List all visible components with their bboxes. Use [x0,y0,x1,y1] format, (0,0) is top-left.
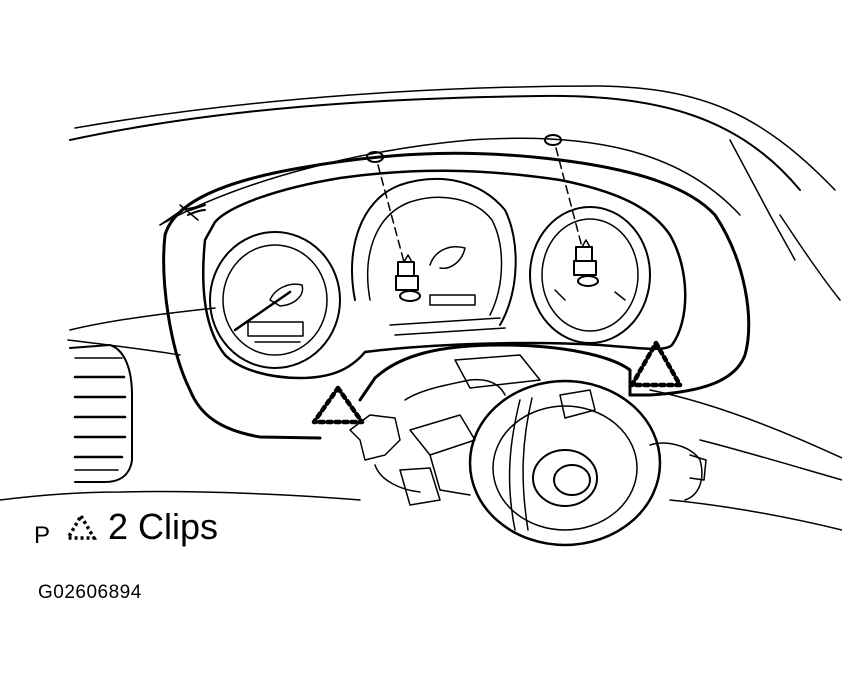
steering-wheel [468,379,662,547]
air-vent [69,344,133,483]
legend-marker: P [34,522,51,549]
screw-left [366,151,421,302]
clip-marker-right [629,340,683,388]
auxiliary-gauge [529,206,651,344]
figure-id: G02606894 [38,582,142,603]
clip-marker-left [311,385,365,425]
dotted-triangle-icon [64,512,98,540]
cluster-finish-panel [162,151,751,440]
steering-column [349,354,707,506]
legend: P 2 Clips [34,506,218,548]
legend-label: 2 Clips [108,506,219,547]
dashboard-outline [0,85,842,531]
tachometer-gauge [209,231,341,369]
speedometer-gauge [351,178,517,336]
screw-right [544,134,599,287]
